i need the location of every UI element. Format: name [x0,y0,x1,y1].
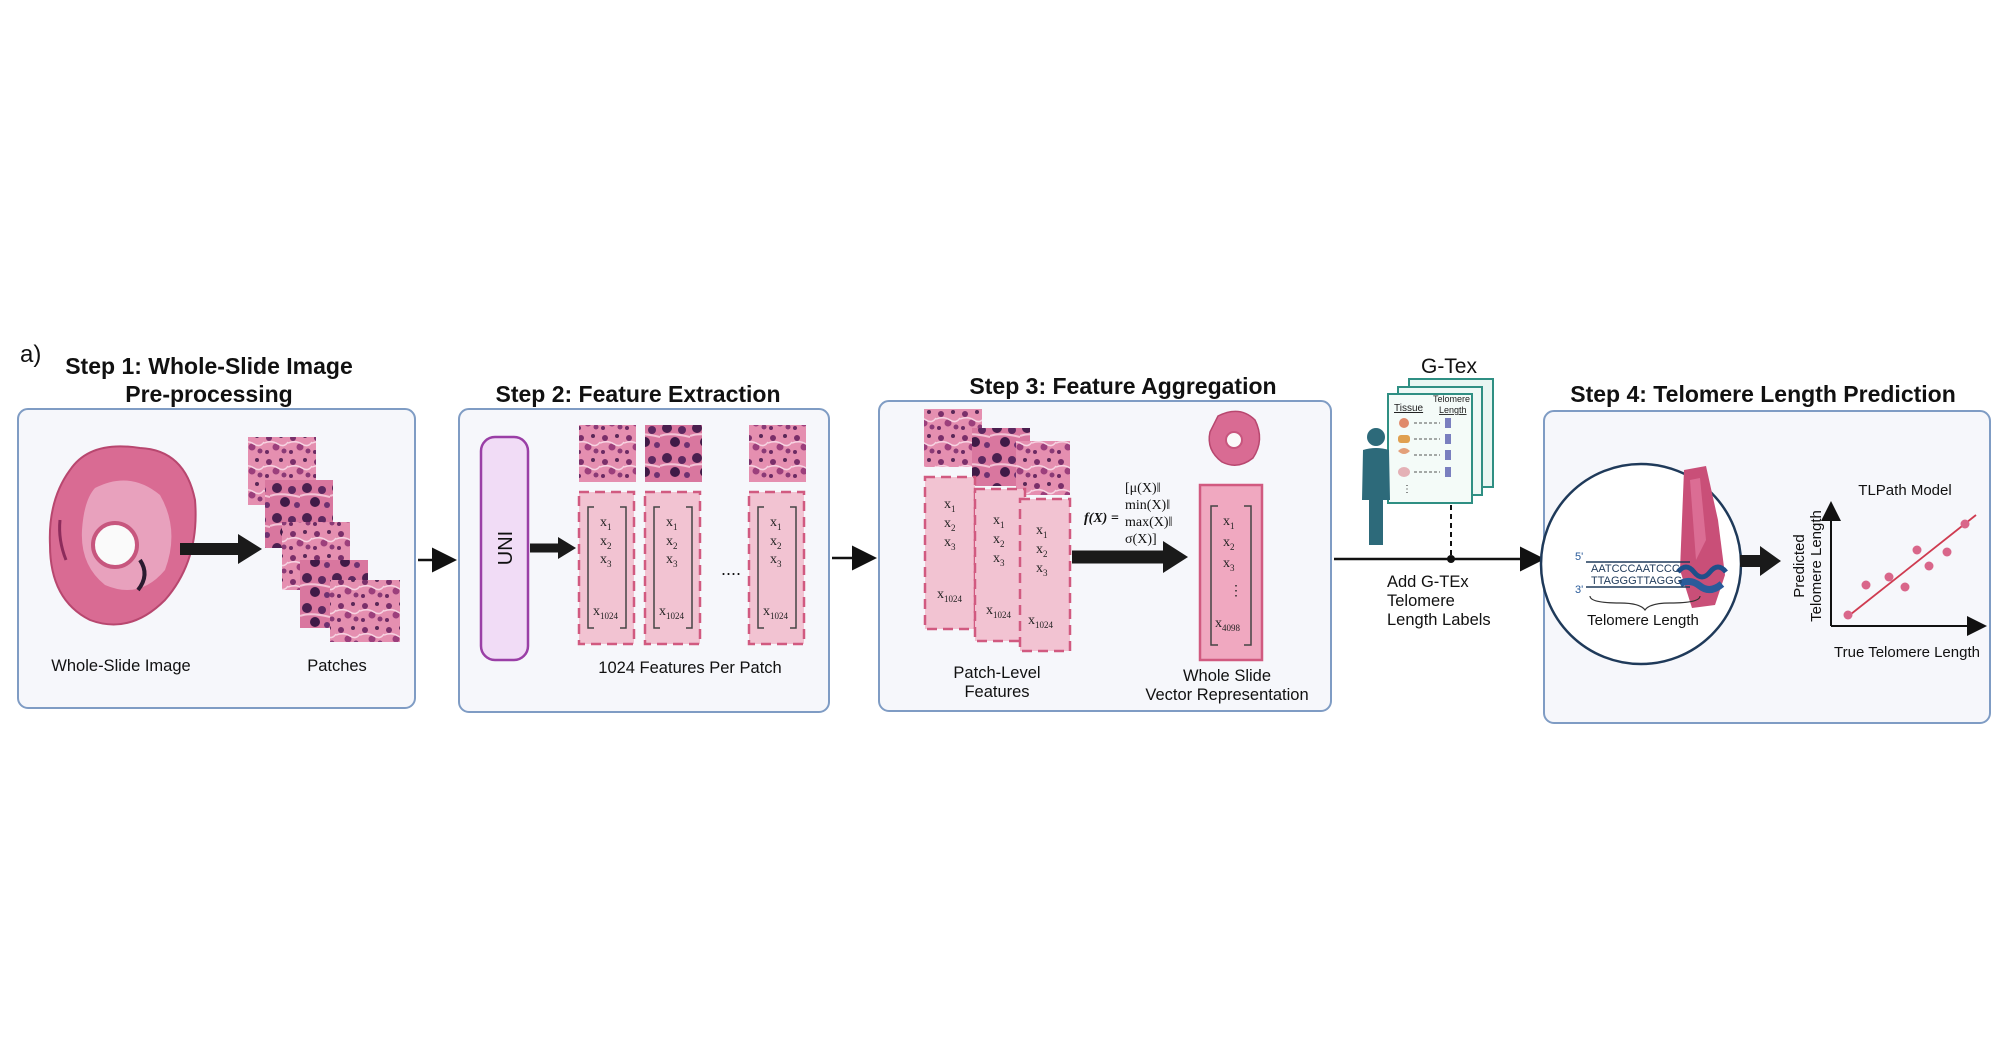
svg-text:x3: x3 [993,551,1005,568]
stacked-patch-thumbnails [924,409,1070,495]
svg-text:x1024: x1024 [1028,613,1054,630]
slide-thumbnail [1208,410,1261,466]
svg-text:x1024: x1024 [659,604,685,621]
step2-dots: .... [721,559,741,579]
scatter-point [1912,545,1922,555]
svg-text:x1024: x1024 [593,604,619,621]
uni-arrow-head [558,537,576,559]
svg-text:x3: x3 [1223,556,1235,573]
model-label: TLPath Model [1858,482,1951,499]
svg-text:x2: x2 [1223,535,1235,552]
step1-arrow-head [238,534,262,564]
patch-level-label-line1: Patch-Level [953,664,1040,682]
gtex-label-line2: Telomere [1387,592,1455,610]
panel-label: a) [20,341,41,368]
scatter-axes [1821,501,1987,636]
scatter-point [1960,519,1970,529]
svg-text:x1: x1 [993,513,1005,530]
scatter-point [1861,580,1871,590]
patch-level-vectors: x1 x2 x3 x1024 x1 x2 x3 x1024 x1 x2 x3 x… [923,475,1072,653]
strand-3-label: 3' [1575,584,1583,596]
step4-title: Step 4: Telomere Length Prediction [1570,381,1956,407]
svg-text:x3: x3 [1036,561,1048,578]
gtex-label-line3: Length Labels [1387,611,1491,629]
svg-text:x3: x3 [600,552,612,569]
scatter-point [1942,547,1952,557]
svg-text:x1024: x1024 [986,603,1012,620]
gtex-title: G-Tex [1421,355,1478,378]
svg-text:x3: x3 [944,535,956,552]
svg-text:Length: Length [1439,405,1467,415]
telomere-zoom-circle [1539,462,1743,666]
patches-label: Patches [307,657,367,675]
scatter-point [1884,572,1894,582]
svg-text:x2: x2 [993,532,1005,549]
step1-title-line2: Pre-processing [125,381,292,407]
step1-title-line1: Step 1: Whole-Slide Image [65,353,353,379]
svg-text:⋮: ⋮ [1229,584,1243,599]
svg-text:x3: x3 [770,552,782,569]
feature-vector-1 [577,490,636,646]
svg-text:x1: x1 [600,515,612,532]
svg-text:x1: x1 [770,515,782,532]
wsv-label-line2: Vector Representation [1145,686,1308,704]
wsi-label: Whole-Slide Image [51,657,190,675]
step4-arrow-head [1760,546,1781,576]
svg-text:x1024: x1024 [937,587,963,604]
whole-slide-image [48,445,197,626]
svg-text:⋮: ⋮ [1402,484,1412,495]
uni-encoder [479,435,530,662]
svg-text:Telomere: Telomere [1433,394,1470,404]
svg-text:x4098: x4098 [1215,616,1241,633]
svg-text:x1: x1 [666,515,678,532]
y-axis-label-line2: Telomere Length [1808,510,1825,622]
uni-label: UNI [495,531,517,565]
sequence-top: AATCCCAATCCC [1591,563,1680,575]
aggregation-function-terms: [μ(X)‖ min(X)‖ max(X)‖ σ(X)] [1125,481,1172,547]
strand-5-label: 5' [1575,551,1583,563]
wsv-label-line1: Whole Slide [1183,667,1271,685]
x-axis-label: True Telomere Length [1834,644,1980,661]
svg-text:max(X)‖: max(X)‖ [1125,515,1172,530]
feature-vector-3 [747,490,806,646]
svg-text:x2: x2 [1036,542,1048,559]
feature-vector-2 [643,490,702,646]
fit-line [1845,514,1977,619]
svg-text:x2: x2 [666,534,678,551]
gtex-label-line1: Add G-TEx [1387,573,1469,591]
step2-title: Step 2: Feature Extraction [495,381,780,407]
patch-thumbnails [579,425,806,482]
patches-stack [248,437,400,642]
svg-text:x3: x3 [666,552,678,569]
patch-level-label-line2: Features [964,683,1029,701]
telomere-brace [1589,595,1701,612]
svg-text:[μ(X)‖: [μ(X)‖ [1125,481,1161,496]
svg-text:x2: x2 [944,516,956,533]
telomere-length-label: Telomere Length [1587,612,1699,629]
svg-text:x1024: x1024 [763,604,789,621]
sequence-bottom: TTAGGGTTAGGG [1591,575,1682,587]
svg-text:Tissue: Tissue [1394,403,1424,414]
svg-text:x2: x2 [600,534,612,551]
svg-text:x1: x1 [1223,514,1235,531]
gtex-table: Tissue Telomere Length ⋮ [1387,378,1494,504]
svg-text:x1: x1 [1036,523,1048,540]
features-per-patch-label: 1024 Features Per Patch [598,659,781,677]
person-icon [1362,428,1390,545]
step3-title: Step 3: Feature Aggregation [969,373,1276,399]
vector-entries-step2: x1 x2 x3 x1024 x1 x2 x3 x1024 x1 x2 x3 x… [593,515,789,621]
y-axis-label-line1: Predicted [1791,534,1808,597]
aggregation-arrow-head [1163,541,1188,573]
aggregation-function-label: f(X) = [1084,511,1119,526]
whole-slide-vector-entries: x1 x2 x3 ⋮ x4098 [1215,514,1243,633]
svg-text:σ(X)]: σ(X)] [1125,532,1157,547]
scatter-point [1924,561,1934,571]
svg-text:x2: x2 [770,534,782,551]
svg-text:x1: x1 [944,497,956,514]
scatter-points [1843,519,1970,620]
scatter-point [1900,582,1910,592]
svg-text:min(X)‖: min(X)‖ [1125,498,1170,513]
scatter-point [1843,610,1853,620]
